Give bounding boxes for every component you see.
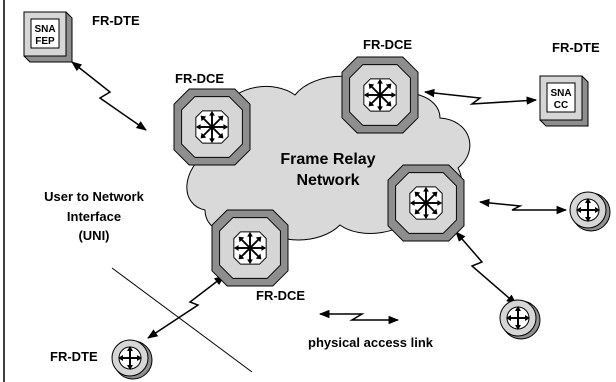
sna-fep-device: SNA FEP — [23, 11, 73, 63]
sna-fep-line1: SNA — [34, 24, 55, 35]
label-fr-dte-top-left: FR-DTE — [92, 13, 140, 28]
uni-label-line2: Interface — [67, 209, 121, 224]
link-fep-to-dce — [71, 61, 147, 131]
link-dce-to-cc — [423, 88, 538, 105]
legend-physical-link-symbol — [318, 309, 400, 325]
sna-cc-device: SNA CC — [539, 75, 589, 127]
router-bottom-left — [111, 339, 153, 380]
sna-cc-line2: CC — [554, 100, 568, 111]
fr-dce-switch-bottom — [211, 209, 289, 287]
sna-cc-line1: SNA — [550, 88, 571, 99]
fr-dce-switch-left — [173, 88, 251, 166]
link-bottom-switch-to-router — [147, 275, 225, 339]
cloud-label-line2: Network — [296, 172, 359, 189]
uni-label-line1: User to Network — [44, 189, 144, 204]
legend-physical-access-link: physical access link — [308, 335, 434, 350]
label-fr-dce-top: FR-DCE — [363, 37, 412, 52]
uni-label-line3: (UNI) — [78, 228, 109, 243]
router-bottom-right — [499, 299, 541, 340]
label-fr-dce-bottom: FR-DCE — [256, 288, 305, 303]
link-right-switch-to-router — [478, 198, 568, 215]
sna-fep-line2: FEP — [35, 36, 55, 47]
label-fr-dce-left: FR-DCE — [175, 71, 224, 86]
label-fr-dte-top-right: FR-DTE — [552, 40, 600, 55]
cloud-label-line1: Frame Relay — [280, 151, 375, 168]
label-fr-dte-bottom-left: FR-DTE — [50, 349, 98, 364]
router-right — [569, 191, 611, 232]
fr-dce-switch-right — [387, 164, 465, 242]
link-right-switch-to-bottom-router — [455, 231, 517, 305]
fr-dce-switch-top — [341, 56, 419, 134]
